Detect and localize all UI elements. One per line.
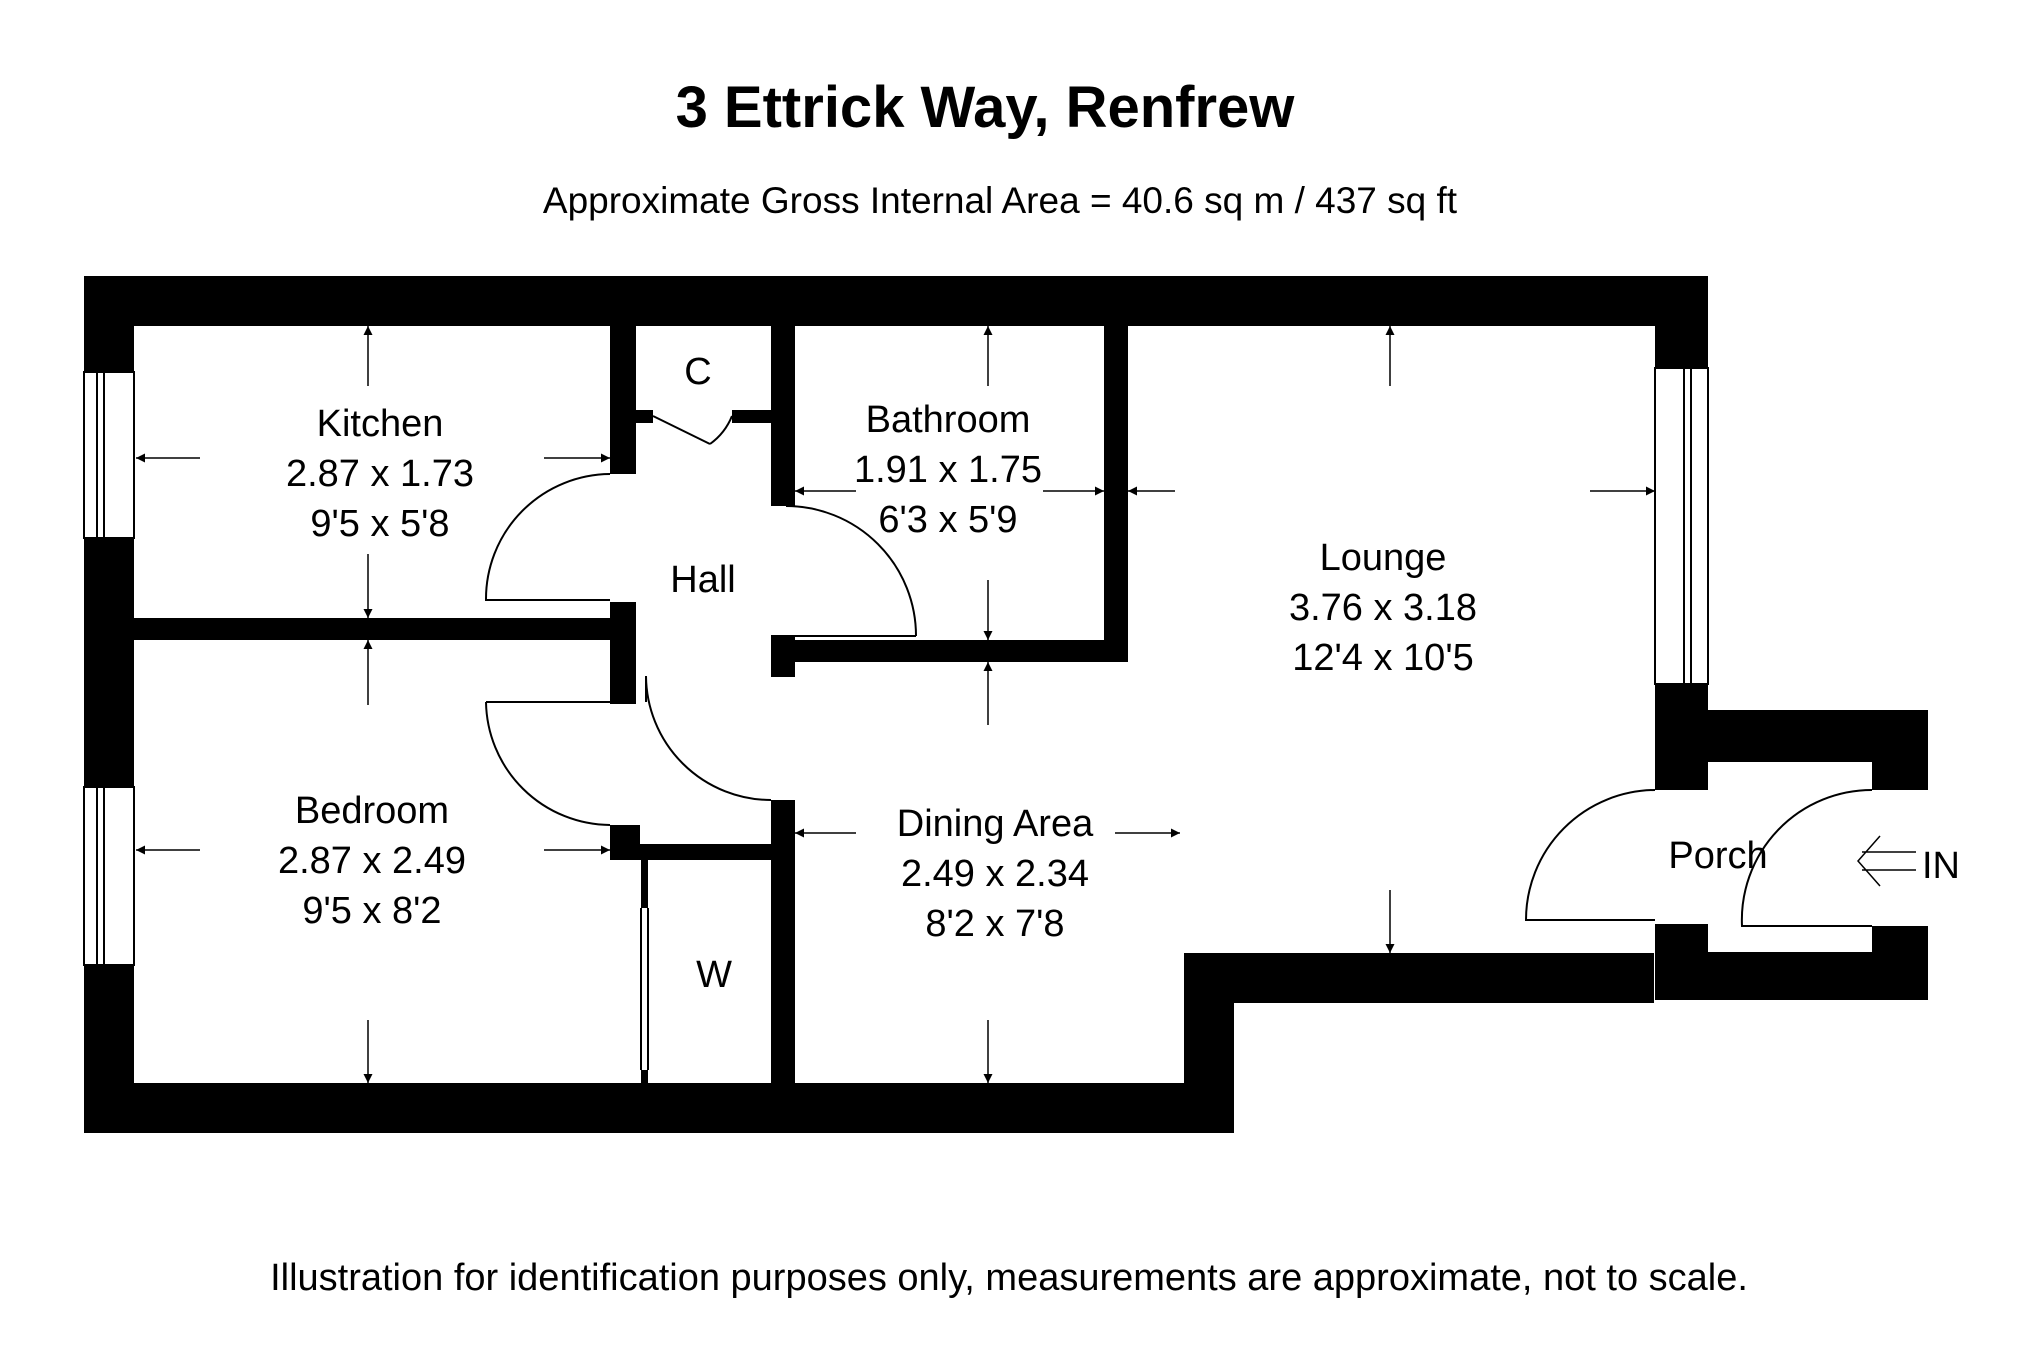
lounge-name: Lounge	[1320, 537, 1447, 579]
kitchen-window	[83, 371, 135, 539]
room-lounge: Lounge 3.76 x 3.18 12'4 x 10'5	[1289, 537, 1477, 679]
dining-metric: 2.49 x 2.34	[901, 853, 1089, 895]
bedroom-name: Bedroom	[295, 790, 449, 832]
porch-label: Porch	[1668, 835, 1767, 877]
lounge-metric: 3.76 x 3.18	[1289, 587, 1477, 629]
room-dining-area: Dining Area 2.49 x 2.34 8'2 x 7'8	[897, 803, 1094, 945]
windows	[83, 367, 1709, 966]
wardrobe-label: W	[696, 954, 732, 996]
bedroom-door	[485, 701, 611, 826]
interior-walls	[134, 326, 1128, 1083]
porch-inner-door	[1524, 789, 1656, 921]
kitchen-metric: 2.87 x 1.73	[286, 453, 474, 495]
cupboard-door-arc	[709, 415, 733, 445]
dimension-arrows	[136, 326, 1655, 1083]
lounge-imperial: 12'4 x 10'5	[1292, 637, 1473, 679]
kitchen-name: Kitchen	[317, 403, 444, 445]
bathroom-metric: 1.91 x 1.75	[854, 449, 1042, 491]
room-bathroom: Bathroom 1.91 x 1.75 6'3 x 5'9	[854, 399, 1042, 541]
disclaimer: Illustration for identification purposes…	[270, 1257, 1748, 1299]
doors	[484, 415, 1873, 1070]
bathroom-name: Bathroom	[866, 399, 1031, 441]
plan-title: 3 Ettrick Way, Renfrew	[676, 75, 1296, 140]
area-subtitle: Approximate Gross Internal Area = 40.6 s…	[543, 180, 1458, 221]
bedroom-window	[83, 786, 135, 966]
entrance-arrow-icon	[1857, 835, 1916, 887]
lounge-window	[1654, 367, 1709, 685]
hall-label: Hall	[670, 559, 735, 601]
lounge-door	[645, 675, 772, 801]
entrance-label: IN	[1922, 845, 1960, 887]
bathroom-door	[785, 505, 917, 637]
dining-name: Dining Area	[897, 803, 1094, 845]
cupboard-door	[652, 415, 711, 445]
bedroom-imperial: 9'5 x 8'2	[302, 890, 441, 932]
bedroom-metric: 2.87 x 2.49	[278, 840, 466, 882]
dining-imperial: 8'2 x 7'8	[925, 903, 1064, 945]
room-bedroom: Bedroom 2.87 x 2.49 9'5 x 8'2	[278, 790, 466, 932]
cupboard-label: C	[684, 351, 711, 393]
bathroom-imperial: 6'3 x 5'9	[878, 499, 1017, 541]
front-door	[1740, 788, 1873, 927]
kitchen-door	[484, 473, 611, 601]
room-kitchen: Kitchen 2.87 x 1.73 9'5 x 5'8	[286, 403, 474, 545]
kitchen-imperial: 9'5 x 5'8	[310, 503, 449, 545]
